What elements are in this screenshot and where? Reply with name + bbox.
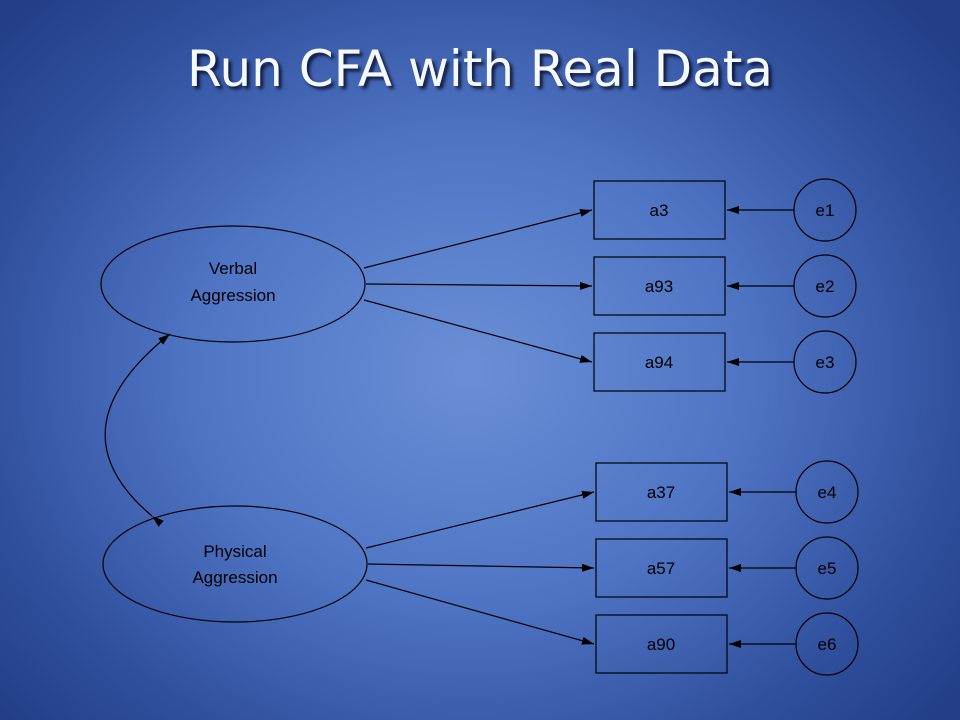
factor-verbal-line1: Verbal	[209, 259, 257, 278]
error-e2: e2	[793, 254, 857, 318]
indicator-a90: a90	[595, 614, 728, 674]
factor-physical-line2: Aggression	[192, 568, 277, 587]
error-e1: e1	[793, 178, 857, 242]
loading-arrow-a3	[363, 209, 593, 269]
indicator-a94-label: a94	[645, 353, 673, 372]
indicator-a93: a93	[593, 256, 726, 316]
factor-verbal-line2: Aggression	[190, 286, 275, 305]
error-e3-label: e3	[816, 353, 835, 372]
loading-arrow-a94	[363, 299, 593, 363]
factor-covariance-arrow	[104, 333, 171, 527]
error-e4: e4	[795, 460, 859, 524]
error-e1-label: e1	[816, 201, 835, 220]
loading-arrow-a57	[367, 563, 595, 572]
factor-physical-aggression: Physical Aggression	[102, 505, 368, 623]
factor-verbal-aggression: Verbal Aggression	[100, 225, 366, 343]
error-e2-label: e2	[816, 277, 835, 296]
error-e5-label: e5	[818, 559, 837, 578]
error-e3: e3	[793, 330, 857, 394]
indicator-a37: a37	[595, 462, 728, 522]
loading-arrow-a93	[365, 281, 593, 290]
indicator-a93-label: a93	[645, 277, 673, 296]
loading-arrow-a90	[365, 579, 595, 645]
error-e6-label: e6	[818, 635, 837, 654]
indicator-a90-label: a90	[647, 635, 675, 654]
indicator-a57: a57	[595, 538, 728, 598]
error-e4-label: e4	[818, 483, 837, 502]
error-e5: e5	[795, 536, 859, 600]
indicator-a3-label: a3	[650, 201, 669, 220]
indicator-a37-label: a37	[647, 483, 675, 502]
indicator-a3: a3	[593, 180, 726, 240]
slide-title: Run CFA with Real Data	[187, 40, 773, 98]
factor-physical-line1: Physical	[203, 542, 266, 561]
indicator-a57-label: a57	[647, 559, 675, 578]
error-e6: e6	[795, 612, 859, 676]
indicator-a94: a94	[593, 332, 726, 392]
loading-arrow-a37	[365, 490, 595, 549]
